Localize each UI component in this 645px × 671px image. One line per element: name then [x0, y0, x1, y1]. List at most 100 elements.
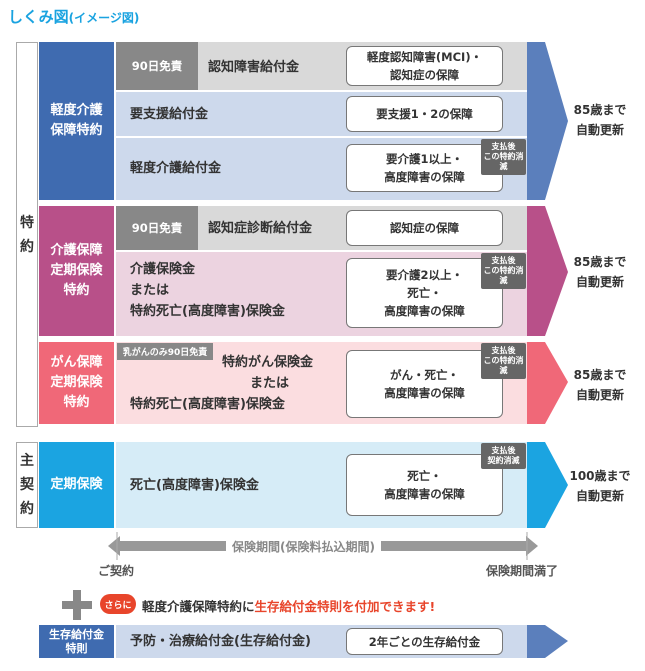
renew-line: 自動更新 [575, 275, 624, 289]
addon-box: 2年ごとの生存給付金 [346, 628, 503, 655]
addon-head: 生存給付金 特則 [39, 625, 114, 658]
arrow-kaigo [527, 42, 568, 200]
kaigo-row-2-box: 要支援1・2の保障 [346, 96, 503, 132]
badge-line: この特約消滅 [483, 356, 524, 375]
plus-icon [62, 590, 92, 620]
box-line: 軽度認知障害(MCI)・ [366, 50, 483, 64]
addon-note: 軽度介護保障特約に生存給付金特則を付加できます! [142, 596, 435, 615]
side-label-char: 約 [20, 238, 34, 255]
arrow-kaigo-teiki [527, 206, 568, 336]
gan-tag: 乳がんのみ90日免責 [117, 343, 213, 360]
kaigo-teiki-head: 介護保障 定期保険 特約 [39, 206, 114, 336]
renew-line: 自動更新 [575, 489, 624, 503]
kaigo-tag: 90日免責 [116, 42, 198, 90]
gan-renew: 85歳まで 自動更新 [555, 365, 645, 405]
text-line: 介護保険金 [130, 262, 196, 277]
title-main: しくみ図 [8, 8, 69, 26]
period-arrow-right [526, 536, 538, 556]
head-line: 生存給付金 [49, 627, 104, 641]
teiki-renew: 100歳まで 自動更新 [555, 466, 645, 506]
arrow-gan [527, 342, 568, 424]
head-line: 介護保障 [50, 243, 103, 258]
box-line: 高度障害の保障 [384, 386, 465, 400]
teiki-head: 定期保険 [39, 442, 114, 528]
kaigo-teiki-row-2-text: 介護保険金 または 特約死亡(高度障害)保険金 [130, 259, 285, 322]
kaigo-row-2-text: 要支援給付金 [130, 107, 209, 122]
text-line: または [250, 376, 290, 391]
sarani-badge: さらに [100, 594, 136, 614]
text-line: 特約がん保険金 [222, 355, 314, 370]
kaigo-teiki-renew: 85歳まで 自動更新 [555, 252, 645, 292]
box-line: 要介護1以上・ [385, 152, 463, 166]
kaigo-head: 軽度介護 保障特約 [39, 42, 114, 200]
renew-line: 自動更新 [575, 388, 624, 402]
head-line: 特約 [63, 283, 90, 298]
page-title: しくみ図(イメージ図) [8, 6, 139, 27]
box-line: 高度障害の保障 [384, 304, 465, 318]
kaigo-row-3-text: 軽度介護給付金 [130, 161, 222, 176]
box-line: 認知症の保障 [390, 221, 459, 235]
box-line: 要支援1・2の保障 [376, 107, 473, 121]
kaigo-teiki-row-1-text: 認知症診断給付金 [208, 221, 313, 236]
badge-line: 支払後 [491, 256, 516, 265]
box-line: 死亡・ [407, 286, 442, 300]
head-line: 特約 [63, 395, 90, 410]
kaigo-row-1-text: 認知障害給付金 [208, 60, 300, 75]
badge-line: この特約消滅 [483, 266, 524, 285]
addon-text: 予防・治療給付金(生存給付金) [130, 634, 311, 649]
side-label-tokuyaku: 特 約 [16, 42, 38, 427]
text-line: または [130, 283, 170, 298]
teiki-badge: 支払後 契約消滅 [481, 443, 526, 469]
badge-line: 支払後 [491, 346, 516, 355]
badge-line: この特約消滅 [483, 152, 524, 171]
title-sub: (イメージ図) [68, 11, 140, 25]
addon-note-a: 軽度介護保障特約に [142, 599, 255, 614]
gan-badge: 支払後 この特約消滅 [481, 343, 526, 379]
period-end: 保険期間満了 [486, 564, 559, 578]
kaigo-teiki-badge: 支払後 この特約消滅 [481, 253, 526, 289]
renew-line: 85歳まで [573, 255, 627, 269]
box-line: がん・死亡・ [390, 368, 459, 382]
arrow-addon [527, 625, 568, 658]
gan-head: がん保障 定期保険 特約 [39, 342, 114, 424]
kaigo-row-1-box: 軽度認知障害(MCI)・ 認知症の保障 [346, 46, 503, 86]
box-line: 死亡・ [407, 469, 442, 483]
arrow-teiki [527, 442, 568, 528]
kaigo-teiki-tag: 90日免責 [116, 206, 198, 250]
side-label-shukeiyaku: 主 契 約 [16, 442, 38, 528]
period-start: ご契約 [98, 564, 135, 578]
text-line: 特約死亡(高度障害)保険金 [130, 304, 285, 319]
kaigo-badge: 支払後 この特約消滅 [481, 139, 526, 175]
kaigo-row-3-box: 要介護1以上・ 高度障害の保障 [346, 144, 503, 192]
head-line: がん保障 [50, 355, 103, 370]
addon-note-b: 生存給付金特則を付加できます! [254, 599, 436, 614]
side-label-char: 特 [20, 214, 34, 231]
head-line: 定期保険 [50, 263, 103, 278]
kaigo-renew: 85歳まで 自動更新 [555, 100, 645, 140]
renew-line: 自動更新 [575, 123, 624, 137]
badge-line: 契約消滅 [487, 456, 520, 465]
badge-line: 支払後 [491, 142, 516, 151]
kaigo-teiki-row-2-box: 要介護2以上・ 死亡・ 高度障害の保障 [346, 258, 503, 328]
renew-line: 85歳まで [573, 103, 627, 117]
side-label-char: 契 [20, 477, 34, 493]
period-label: 保険期間(保険料払込期間) [226, 538, 381, 555]
renew-line: 85歳まで [573, 368, 627, 382]
box-line: 高度障害の保障 [384, 170, 465, 184]
gan-box: がん・死亡・ 高度障害の保障 [346, 350, 503, 418]
renew-line: 100歳まで [569, 469, 631, 483]
box-line: 要介護2以上・ [385, 268, 463, 282]
kaigo-head-line: 軽度介護 [50, 103, 103, 118]
period-arrow-left [108, 536, 120, 556]
teiki-box: 死亡・ 高度障害の保障 [346, 454, 503, 516]
badge-line: 支払後 [491, 446, 516, 455]
box-line: 高度障害の保障 [384, 487, 465, 501]
gan-text: 特約がん保険金 または 特約死亡(高度障害)保険金 [130, 352, 345, 415]
text-line: 特約死亡(高度障害)保険金 [130, 397, 285, 412]
side-label-char: 主 [20, 453, 34, 469]
box-line: 認知症の保障 [390, 68, 459, 82]
kaigo-teiki-row-1-box: 認知症の保障 [346, 210, 503, 246]
head-line: 定期保険 [50, 375, 103, 390]
teiki-text: 死亡(高度障害)保険金 [130, 478, 259, 493]
side-label-char: 約 [20, 501, 34, 517]
